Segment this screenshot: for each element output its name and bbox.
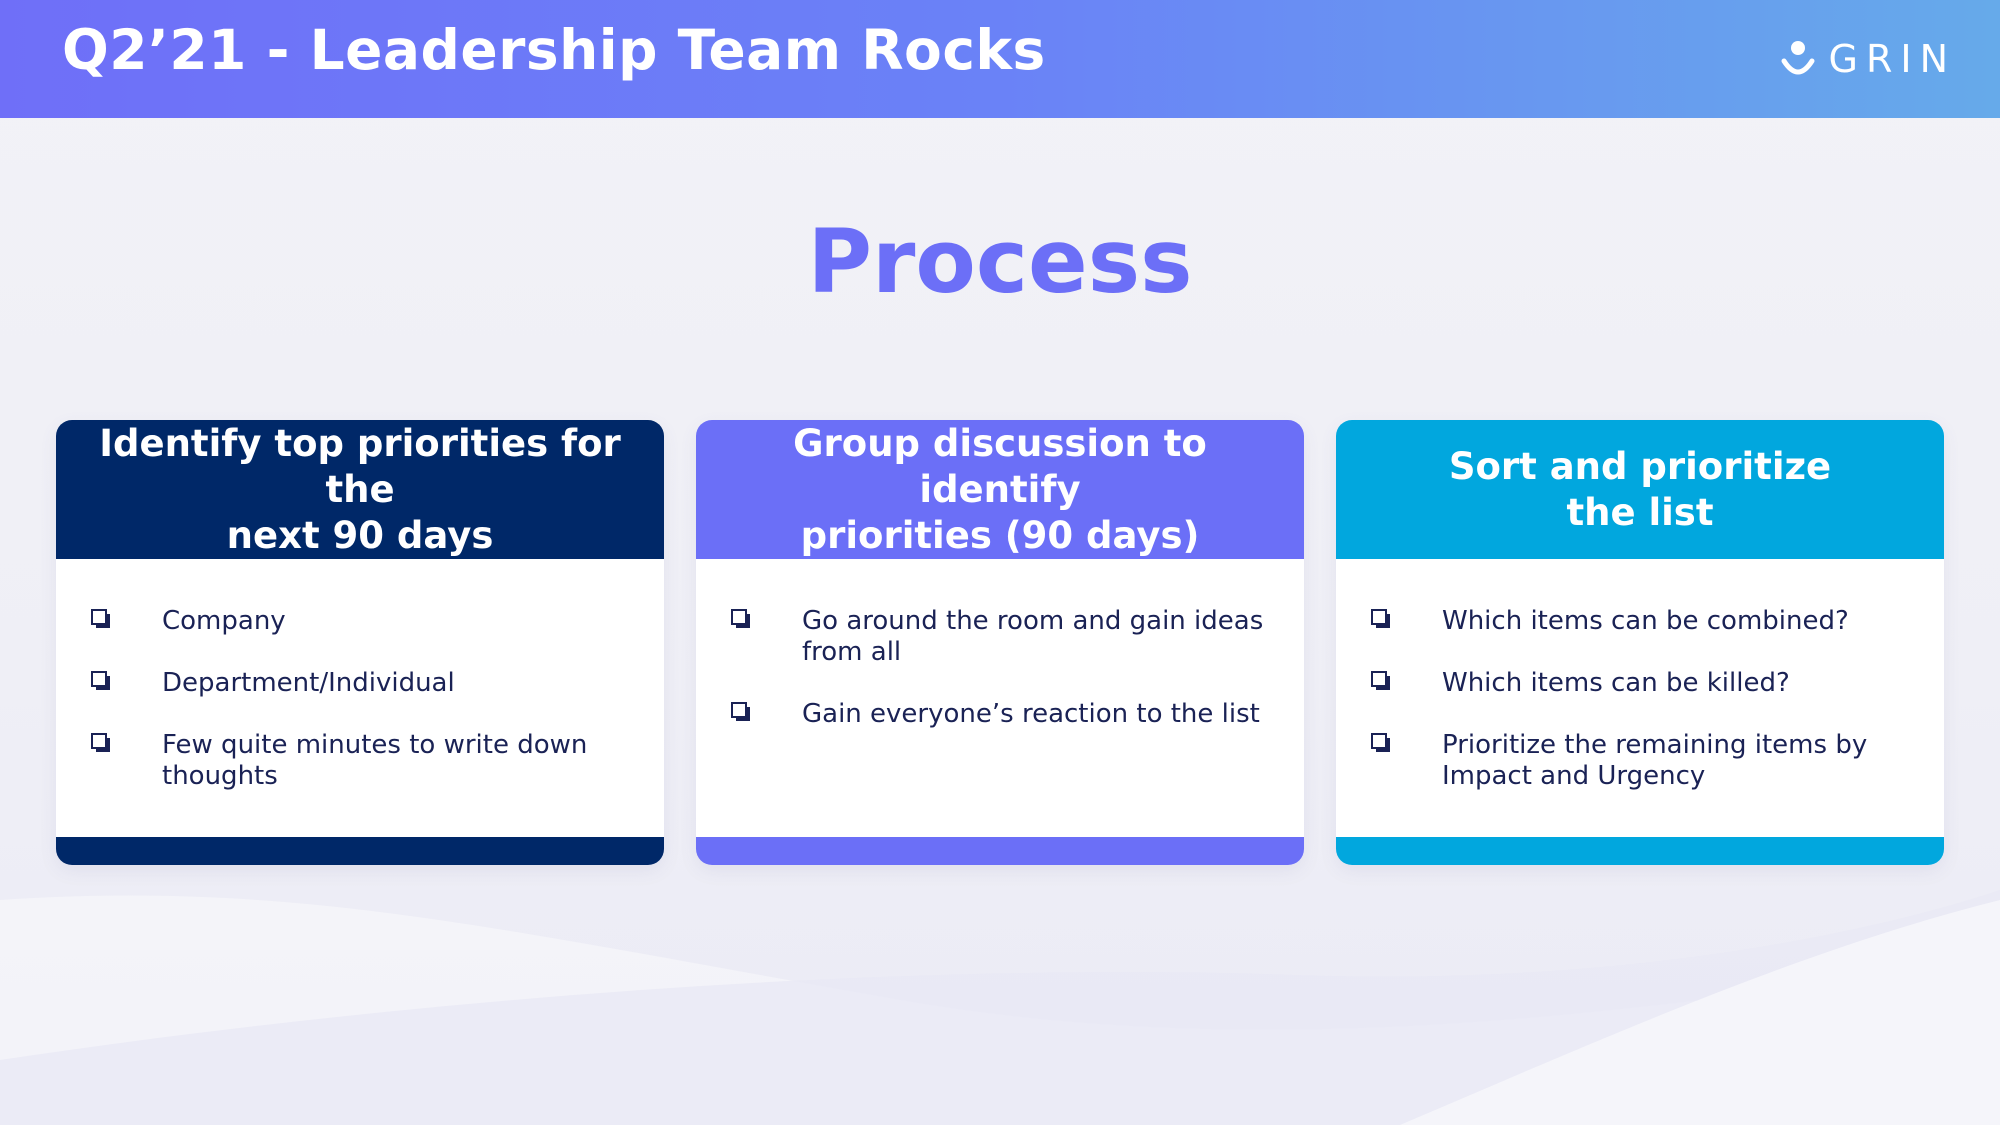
list-item-text: Which items can be killed?	[1442, 668, 1790, 698]
process-card-sort: Sort and prioritize the list Which items…	[1336, 420, 1944, 865]
card-title: Identify top priorities for the next 90 …	[56, 420, 664, 559]
checkbox-bullet-icon	[91, 733, 110, 752]
list-item: Which items can be killed?	[1336, 668, 1944, 699]
list-item-text: Go around the room and gain ideas from a…	[802, 606, 1264, 667]
list-item-text: Company	[162, 606, 286, 636]
checkbox-bullet-icon	[731, 609, 750, 628]
list-item: Gain everyone’s reaction to the list	[696, 699, 1304, 730]
logo-text: GRIN	[1828, 37, 1956, 81]
card-list: Company Department/Individual Few quite …	[56, 606, 664, 823]
card-title: Sort and prioritize the list	[1336, 420, 1944, 559]
card-list: Go around the room and gain ideas from a…	[696, 606, 1304, 761]
checkbox-bullet-icon	[91, 671, 110, 690]
process-card-discussion: Group discussion to identify priorities …	[696, 420, 1304, 865]
list-item-text: Which items can be combined?	[1442, 606, 1849, 636]
grin-logo: GRIN	[1781, 36, 1956, 82]
person-icon	[1781, 41, 1815, 75]
header-bar: Q2’21 - Leadership Team Rocks GRIN	[0, 0, 2000, 118]
card-list: Which items can be combined? Which items…	[1336, 606, 1944, 823]
checkbox-bullet-icon	[1371, 671, 1390, 690]
card-footer-bar	[56, 837, 664, 865]
list-item: Company	[56, 606, 664, 637]
checkbox-bullet-icon	[1371, 733, 1390, 752]
slide-title: Q2’21 - Leadership Team Rocks	[62, 18, 1046, 82]
list-item-text: Department/Individual	[162, 668, 455, 698]
list-item: Prioritize the remaining items by Impact…	[1336, 730, 1944, 792]
checkbox-bullet-icon	[731, 702, 750, 721]
list-item-text: Prioritize the remaining items by Impact…	[1442, 730, 1868, 791]
list-item: Department/Individual	[56, 668, 664, 699]
process-card-identify: Identify top priorities for the next 90 …	[56, 420, 664, 865]
card-footer-bar	[696, 837, 1304, 865]
list-item: Which items can be combined?	[1336, 606, 1944, 637]
checkbox-bullet-icon	[1371, 609, 1390, 628]
section-heading: Process	[807, 210, 1193, 313]
card-footer-bar	[1336, 837, 1944, 865]
list-item: Go around the room and gain ideas from a…	[696, 606, 1304, 668]
card-title: Group discussion to identify priorities …	[696, 420, 1304, 559]
checkbox-bullet-icon	[91, 609, 110, 628]
list-item-text: Gain everyone’s reaction to the list	[802, 699, 1260, 729]
list-item: Few quite minutes to write down thoughts	[56, 730, 664, 792]
list-item-text: Few quite minutes to write down thoughts	[162, 730, 588, 791]
